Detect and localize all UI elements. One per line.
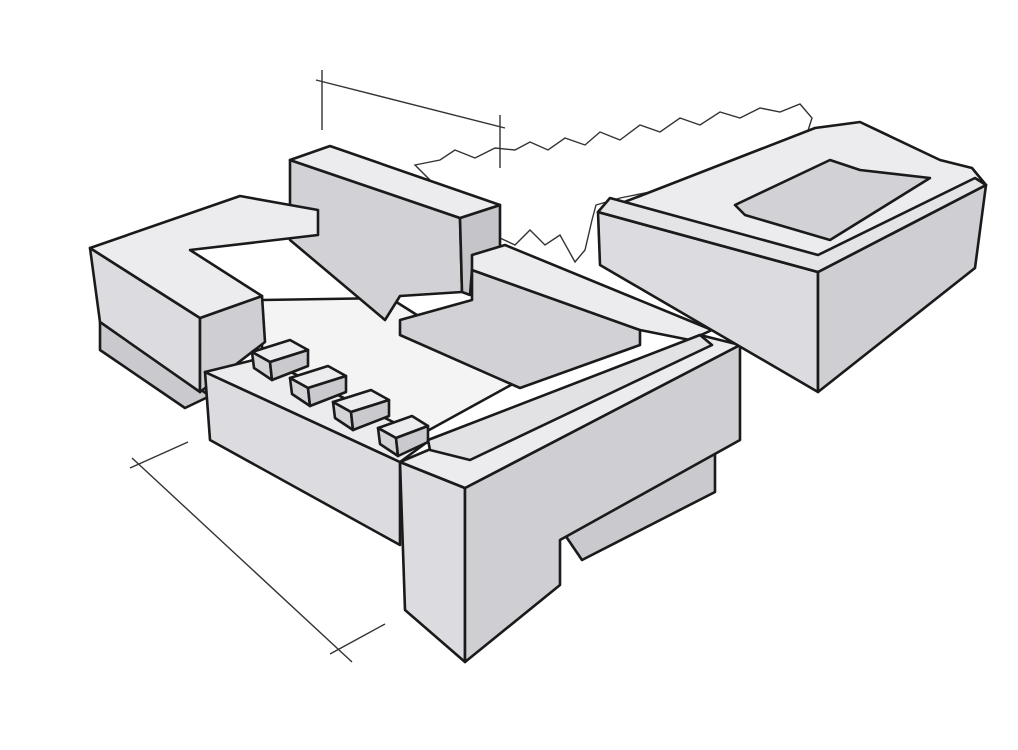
right-wing-inner-face xyxy=(398,268,642,390)
left-building xyxy=(88,144,742,664)
right-building-parapet xyxy=(596,176,988,274)
back-block-top xyxy=(288,144,502,220)
dimension-line-front xyxy=(129,441,386,663)
small-blocks xyxy=(250,338,430,458)
tree-canopy xyxy=(413,103,813,264)
left-wing-top xyxy=(88,194,320,320)
right-building-courtyard xyxy=(733,158,932,242)
right-building xyxy=(596,120,988,394)
dimension-line-top xyxy=(315,70,506,168)
front-block-parapet xyxy=(426,333,714,462)
front-block-left xyxy=(398,460,467,664)
